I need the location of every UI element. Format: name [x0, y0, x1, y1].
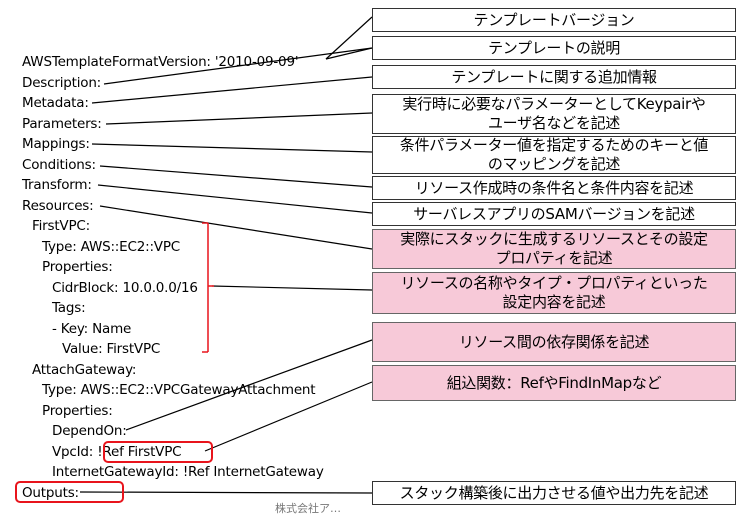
code-line-gateway-type: Type: AWS::EC2::VPCGatewayAttachment	[42, 382, 316, 398]
code-line-vpc-properties: Properties:	[42, 259, 113, 275]
connector-version-desc	[325, 47, 373, 60]
code-line-conditions: Conditions:	[22, 157, 96, 173]
connector-dependon	[125, 339, 373, 431]
code-line-metadata: Metadata:	[22, 95, 89, 111]
annotation-dependencies: リソース間の依存関係を記述	[372, 322, 736, 362]
code-line-parameters: Parameters:	[22, 116, 102, 132]
connector-metadata	[91, 76, 373, 104]
connector-conditions	[99, 165, 373, 188]
firstvpc-bracket	[202, 222, 214, 353]
connector-version	[325, 16, 373, 60]
connector-resources	[99, 205, 373, 250]
annotation-parameters: 実行時に必要なパラメーターとしてKeypairや ユーザ名などを記述	[372, 94, 736, 134]
connector-transform	[97, 184, 373, 214]
connector-resource-properties	[211, 285, 373, 291]
code-line-outputs: Outputs:	[22, 485, 79, 501]
code-line-mappings: Mappings:	[22, 136, 90, 152]
code-line-format-version: AWSTemplateFormatVersion: '2010-09-09'	[22, 54, 299, 70]
annotation-resources: 実際にスタックに生成するリソースとその設定 プロパティを記述	[372, 229, 736, 269]
annotation-template-version: テンプレートバージョン	[372, 8, 736, 32]
code-line-key-name: - Key: Name	[52, 321, 132, 337]
connector-outputs	[79, 491, 373, 494]
annotation-conditions: リソース作成時の条件名と条件内容を記述	[372, 176, 736, 200]
cloudformation-template-code: AWSTemplateFormatVersion: '2010-09-09' D…	[0, 0, 324, 501]
code-line-vpc-type: Type: AWS::EC2::VPC	[42, 239, 181, 255]
highlight-ref-firstvpc	[103, 441, 213, 463]
code-line-value-firstvpc: Value: FirstVPC	[62, 341, 161, 357]
code-line-tags: Tags:	[52, 300, 86, 316]
code-line-transform: Transform:	[22, 177, 92, 193]
annotation-transform: サーバレスアプリのSAMバージョンを記述	[372, 202, 736, 226]
code-line-internetgatewayid: InternetGatewayId: !Ref InternetGateway	[52, 464, 324, 480]
code-line-dependon: DependOn:	[52, 423, 127, 439]
code-line-gateway-properties: Properties:	[42, 403, 113, 419]
connector-intrinsic	[204, 381, 373, 452]
annotation-outputs: スタック構築後に出力させる値や出力先を記述	[372, 481, 736, 505]
connector-mappings	[91, 143, 373, 153]
code-line-attachgateway: AttachGateway:	[32, 362, 137, 378]
connector-description	[103, 47, 373, 85]
annotation-resource-properties: リソースの名称やタイプ・プロパティといった 設定内容を記述	[372, 272, 736, 314]
code-line-description: Description:	[22, 75, 102, 91]
highlight-outputs	[15, 481, 124, 503]
annotation-mappings: 条件パラメーター値を指定するためのキーと値 のマッピングを記述	[372, 136, 736, 174]
code-line-firstvpc: FirstVPC:	[32, 218, 90, 234]
connector-parameters	[105, 112, 373, 125]
code-line-resources: Resources:	[22, 198, 94, 214]
annotation-intrinsic-functions: 組込関数：RefやFindInMapなど	[372, 365, 736, 401]
annotation-metadata: テンプレートに関する追加情報	[372, 65, 736, 89]
annotation-template-description: テンプレートの説明	[372, 36, 736, 60]
code-line-cidrblock: CidrBlock: 10.0.0.0/16	[52, 280, 198, 296]
footer-company: 株式会社ア…	[275, 502, 341, 515]
